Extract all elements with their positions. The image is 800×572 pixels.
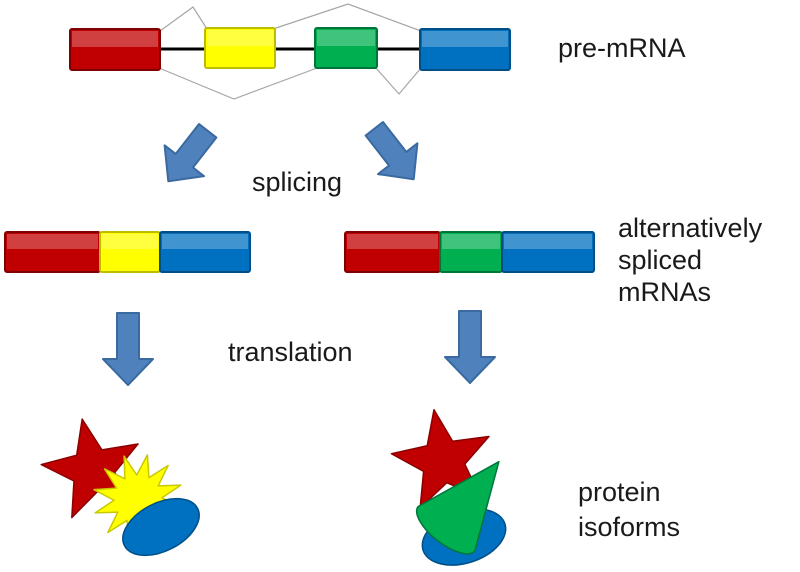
mrna-right-exon-blue xyxy=(501,231,595,273)
pre-mrna-exon-red xyxy=(69,28,161,71)
alt-spliced-label-line2: spliced xyxy=(618,245,702,275)
splice-path-top-short xyxy=(159,6,208,32)
pre-mrna-label: pre-mRNA xyxy=(558,33,686,63)
mrna-right-exon-green xyxy=(439,231,503,273)
pre-mrna-exon-green xyxy=(314,27,378,69)
mrna-right-exon-red xyxy=(344,231,441,273)
mrna-left-exon-yellow xyxy=(99,231,161,273)
pre-mrna-exon-yellow xyxy=(204,27,276,69)
pre-mrna-exon-blue xyxy=(419,28,511,71)
protein-right-cone xyxy=(415,460,500,555)
pre-mrna-section: pre-mRNA xyxy=(69,3,686,100)
alt-spliced-label-line3: mRNAs xyxy=(618,277,711,307)
protein-isoform-left xyxy=(40,418,200,557)
splice-path-top-long xyxy=(272,3,422,32)
splicing-label: splicing xyxy=(252,167,342,197)
protein-label-line2: isoforms xyxy=(578,512,680,542)
translation-label: translation xyxy=(228,337,353,367)
spliced-mrna-right xyxy=(344,231,595,273)
alt-spliced-label: alternatively spliced mRNAs xyxy=(618,213,763,307)
protein-left-ellipse xyxy=(122,497,200,557)
splicing-arrow-right xyxy=(364,121,419,181)
protein-isoform-right xyxy=(390,409,507,566)
translation-section: translation xyxy=(102,310,496,386)
mrna-left-exon-red xyxy=(4,231,101,273)
translation-arrow-left xyxy=(102,312,154,386)
protein-isoforms-label: protein isoforms xyxy=(578,477,680,542)
translation-arrow-right xyxy=(444,310,496,384)
mrna-left-exon-blue xyxy=(159,231,251,273)
splicing-arrow-left xyxy=(163,123,218,183)
splice-path-bottom-short xyxy=(375,67,422,95)
spliced-mrna-left xyxy=(4,231,251,273)
protein-label-line1: protein xyxy=(578,477,661,507)
splicing-section: splicing xyxy=(163,121,419,197)
alt-spliced-label-line1: alternatively xyxy=(618,213,763,243)
splice-path-bottom-long xyxy=(158,67,318,100)
